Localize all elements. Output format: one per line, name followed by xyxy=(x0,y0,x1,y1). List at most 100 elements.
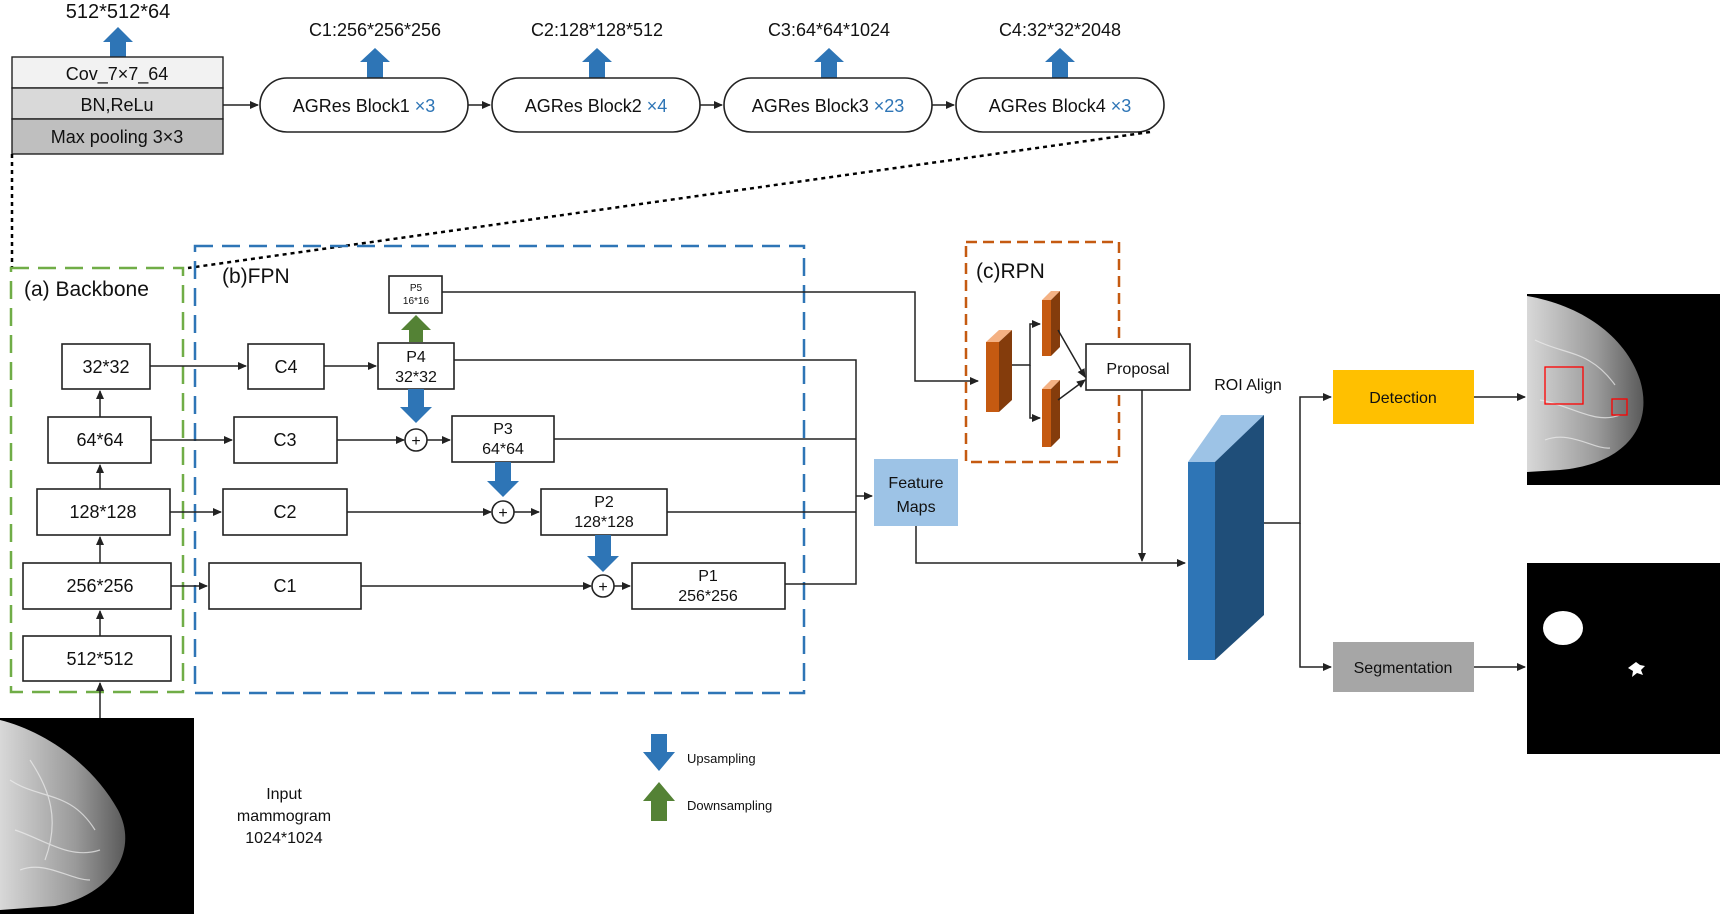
legend-upsampling-icon xyxy=(643,734,675,771)
p1-size: 256*256 xyxy=(678,588,738,605)
zoom-line-right xyxy=(187,130,1151,270)
backbone-stage-32-label: 32*32 xyxy=(82,357,129,377)
backbone-stage-512-label: 512*512 xyxy=(66,649,133,669)
backbone-region xyxy=(9,266,185,694)
segmentation-box xyxy=(1333,642,1474,692)
stem-output: 512*512*64 xyxy=(66,1,171,57)
rpn-title: (c)RPN xyxy=(976,260,1045,283)
feature-maps-box xyxy=(874,459,958,526)
p1-name: P1 xyxy=(698,568,718,585)
stem-layer-bn xyxy=(11,87,224,120)
plus2-sign: + xyxy=(498,505,507,522)
roi-to-detection-arrow xyxy=(1264,393,1332,524)
rpn-cuboid-bottom-top xyxy=(1042,380,1060,389)
block1-text: AGRes Block1 ×3 xyxy=(293,96,436,116)
block4-box xyxy=(955,77,1165,133)
feature-maps-line2: Maps xyxy=(896,499,935,516)
rpn-cuboid-bottom-front xyxy=(1042,389,1051,447)
detection-breast-shape xyxy=(1527,296,1644,472)
block2-label: AGRes Block2 xyxy=(525,96,642,116)
stem-layer-conv xyxy=(11,56,224,89)
detection-bbox-large xyxy=(1544,366,1584,405)
plus3-sign: + xyxy=(411,433,420,450)
roi-align-block xyxy=(1188,415,1264,660)
plus1-sign: + xyxy=(598,579,607,596)
detection-label: Detection xyxy=(1369,390,1437,407)
stem-output-label: 512*512*64 xyxy=(66,1,171,23)
proposal-label: Proposal xyxy=(1106,361,1169,378)
p1-box xyxy=(631,562,786,610)
rpn-cuboid-big-side xyxy=(999,330,1012,412)
agres-block1: C1:256*256*256 AGRes Block1 ×3 xyxy=(259,20,469,133)
rpn-conv-cuboid-top xyxy=(1042,291,1060,356)
p2-name: P2 xyxy=(594,494,614,511)
legend-downsampling-label: Downsampling xyxy=(687,798,772,813)
backbone-stage-256 xyxy=(22,562,172,610)
input-caption-line3: 1024*1024 xyxy=(245,830,323,847)
roi-align-label: ROI Align xyxy=(1214,377,1282,394)
block3-label: AGRes Block3 xyxy=(752,96,869,116)
backbone-stage-64 xyxy=(47,416,152,464)
rpn-conv-cuboid-bottom xyxy=(1042,380,1060,447)
p4-to-bus-line xyxy=(454,359,857,496)
backbone-stage-128 xyxy=(36,488,171,536)
feature-maps-to-roi-line xyxy=(915,526,1186,567)
input-breast-shape xyxy=(0,720,126,910)
block1-output-label: C1:256*256*256 xyxy=(309,20,441,40)
block1-label: AGRes Block1 xyxy=(293,96,410,116)
stem-layer-conv-label: Cov_7×7_64 xyxy=(66,64,169,85)
fpn-title: (b)FPN xyxy=(222,265,290,288)
rpn-bottom-to-proposal-arrow xyxy=(1057,379,1086,401)
backbone-title: (a) Backbone xyxy=(24,278,149,301)
p2-upsampling-arrow xyxy=(587,535,619,572)
rpn-cuboid-bottom-side xyxy=(1051,380,1060,447)
input-tissue-texture xyxy=(9,759,101,881)
segmentation-image-bg xyxy=(1527,563,1720,754)
rpn-split-top-arrow xyxy=(1012,320,1041,366)
block3-text: AGRes Block3 ×23 xyxy=(752,96,905,116)
rpn-split-bottom-arrow xyxy=(1029,365,1041,422)
input-mammogram-image xyxy=(0,718,194,914)
rpn-cuboid-top-side xyxy=(1051,291,1060,356)
rpn-top-to-proposal-arrow xyxy=(1057,329,1086,378)
backbone-stage-64-label: 64*64 xyxy=(76,430,123,450)
rpn-conv-cuboid-big xyxy=(986,330,1012,412)
block3-output-label: C3:64*64*1024 xyxy=(768,20,890,40)
p5-to-rpn-line xyxy=(442,291,979,385)
lateral-c4 xyxy=(247,343,325,390)
p5-name: P5 xyxy=(410,283,423,294)
detection-tissue-texture xyxy=(1534,339,1621,449)
block4-output-label: C4:32*32*2048 xyxy=(999,20,1121,40)
feature-maps-line1: Feature xyxy=(888,475,943,492)
stem-up-arrow xyxy=(103,27,133,57)
p4-size: 32*32 xyxy=(395,369,437,386)
stem-layer-bn-label: BN,ReLu xyxy=(80,95,153,115)
block3-up-arrow xyxy=(814,48,844,78)
p4-upsampling-arrow xyxy=(400,389,432,423)
lateral-c1 xyxy=(208,562,362,610)
input-caption-line2: mammogram xyxy=(237,808,331,825)
block2-mult: ×4 xyxy=(647,96,668,116)
backbone-stage-128-label: 128*128 xyxy=(69,502,136,522)
stem-stack: Cov_7×7_64 BN,ReLu Max pooling 3×3 xyxy=(11,56,224,155)
rpn-cuboid-top-front xyxy=(1042,300,1051,356)
block2-up-arrow xyxy=(582,48,612,78)
agres-block4: C4:32*32*2048 AGRes Block4 ×3 xyxy=(955,20,1165,133)
p3-size: 64*64 xyxy=(482,441,524,458)
agres-block3: C3:64*64*1024 AGRes Block3 ×23 xyxy=(723,20,933,133)
agres-block2: C2:128*128*512 AGRes Block2 ×4 xyxy=(491,20,701,133)
detection-output-image xyxy=(1527,294,1720,485)
segmentation-output-image xyxy=(1527,563,1720,754)
block2-text: AGRes Block2 ×4 xyxy=(525,96,668,116)
roi-block-front xyxy=(1188,462,1215,660)
block2-output-label: C2:128*128*512 xyxy=(531,20,663,40)
segmentation-label: Segmentation xyxy=(1354,660,1453,677)
stem-layer-pool xyxy=(11,118,224,155)
block4-up-arrow xyxy=(1045,48,1075,78)
block4-text: AGRes Block4 ×3 xyxy=(989,96,1132,116)
block1-up-arrow xyxy=(360,48,390,78)
p4-box xyxy=(377,342,455,390)
segmentation-mask-small xyxy=(1628,662,1645,677)
rpn-cuboid-top-top xyxy=(1042,291,1060,300)
